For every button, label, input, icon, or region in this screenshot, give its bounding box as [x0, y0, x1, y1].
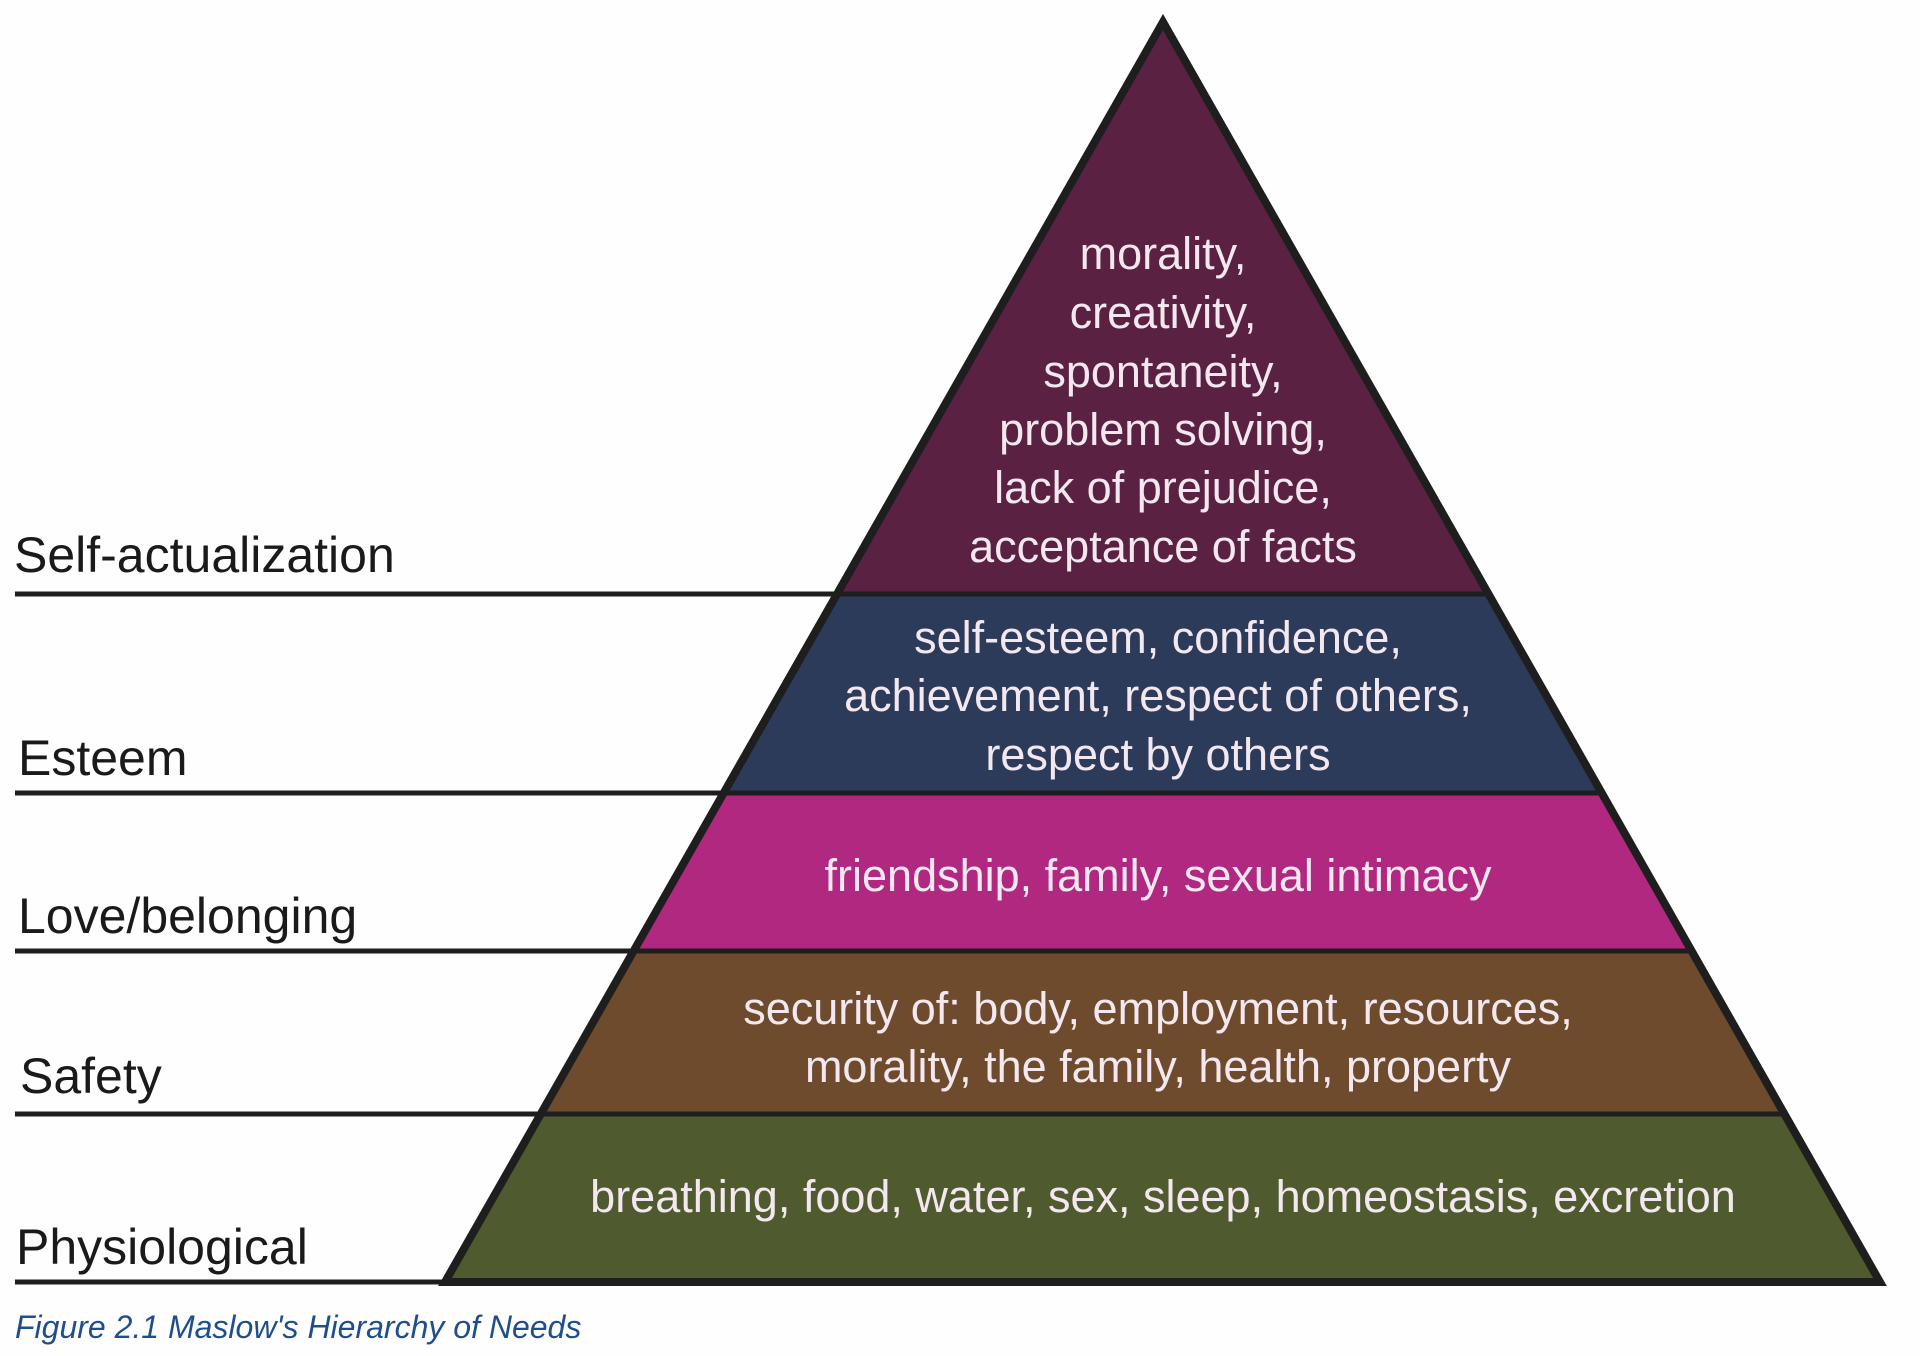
- band-love-belonging: [636, 793, 1690, 951]
- band-self-actualization: [839, 22, 1487, 594]
- band-text-line: lack of prejudice,: [994, 462, 1332, 513]
- band-text-line: security of: body, employment, resources…: [743, 983, 1573, 1034]
- band-text-line: acceptance of facts: [969, 521, 1357, 572]
- label-esteem: Esteem: [18, 730, 188, 786]
- level-dividers: [15, 591, 1782, 1285]
- band-esteem: [726, 594, 1600, 793]
- band-text-line: problem solving,: [999, 404, 1327, 455]
- band-text-line: respect by others: [985, 729, 1330, 780]
- band-text-line: morality,: [1080, 228, 1247, 279]
- band-safety: [543, 951, 1782, 1114]
- band-text-line: creativity,: [1070, 287, 1257, 338]
- band-text-line: morality, the family, health, property: [805, 1041, 1512, 1092]
- label-love-belonging: Love/belonging: [18, 888, 357, 944]
- label-physiological: Physiological: [16, 1219, 308, 1275]
- band-text-line: breathing, food, water, sex, sleep, home…: [590, 1171, 1736, 1222]
- label-safety: Safety: [20, 1048, 162, 1104]
- band-text-line: achievement, respect of others,: [844, 670, 1472, 721]
- band-text-line: self-esteem, confidence,: [914, 612, 1402, 663]
- label-self-actualization: Self-actualization: [14, 527, 395, 583]
- band-text-line: spontaneity,: [1043, 346, 1282, 397]
- band-text-line: friendship, family, sexual intimacy: [825, 850, 1492, 901]
- figure-caption: Figure 2.1 Maslow's Hierarchy of Needs: [15, 1309, 581, 1345]
- band-physiological: [449, 1114, 1876, 1280]
- pyramid-outline: [438, 13, 1887, 1286]
